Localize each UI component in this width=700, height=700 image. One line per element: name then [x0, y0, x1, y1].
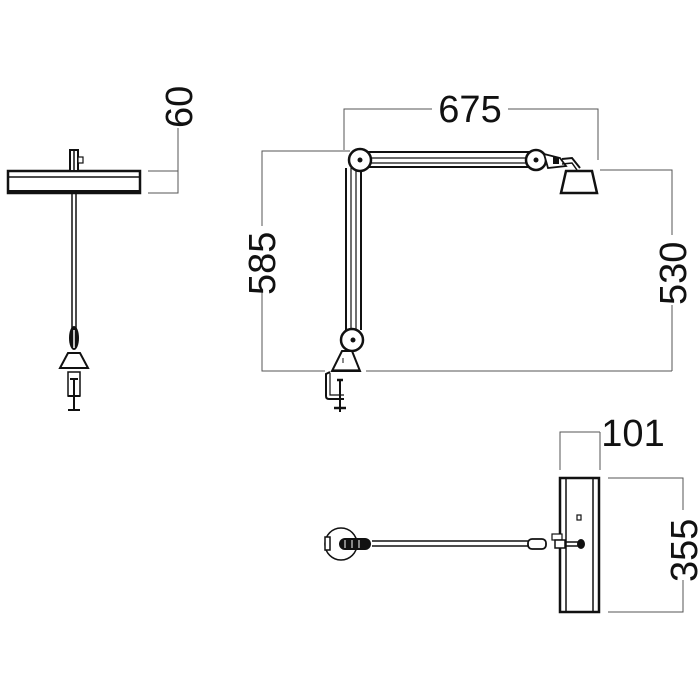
dim-reach-width: 675	[438, 89, 501, 131]
front-clamp	[325, 371, 346, 412]
front-view: 675 585 530	[242, 89, 695, 412]
lamp-head-side	[6, 169, 142, 195]
dim-head-height-from-base: 530	[653, 242, 695, 305]
front-base	[330, 350, 362, 372]
lower-arm	[345, 168, 362, 330]
top-view: 101 355	[324, 413, 700, 614]
side-base	[58, 352, 90, 369]
side-view: 60	[6, 86, 201, 411]
dim-head-height: 60	[159, 86, 201, 128]
dim-head-depth: 101	[601, 413, 664, 455]
top-elbow-joint	[527, 538, 547, 550]
upper-arm	[360, 151, 538, 168]
dim-lower-arm-height: 585	[242, 232, 284, 295]
lamp-shade	[559, 169, 599, 195]
dim-head-length: 355	[664, 519, 700, 582]
top-base-joint	[339, 538, 371, 550]
